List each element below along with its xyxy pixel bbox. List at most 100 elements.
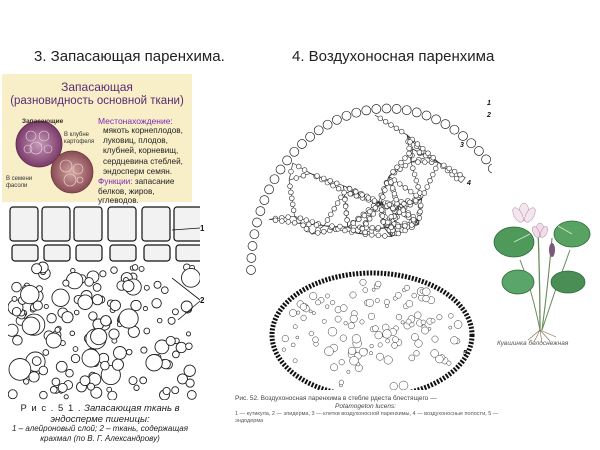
parenchyma-cell (347, 191, 354, 197)
central-cylinder-cell (300, 314, 307, 321)
parenchyma-cell (303, 217, 310, 223)
central-cylinder-cell (375, 280, 382, 288)
starch-grain (90, 386, 103, 399)
heading-storage-parenchyma: 3. Запасающая паренхима. (34, 48, 225, 65)
aleurone-cell (173, 206, 200, 242)
parenchyma-cell (377, 115, 384, 122)
central-cylinder-cell (347, 322, 355, 330)
starch-grain (49, 385, 58, 394)
central-cylinder-cell (281, 335, 289, 343)
parenchyma-cell (446, 165, 452, 172)
starch-grain (100, 360, 110, 371)
parenchyma-cell (375, 232, 382, 239)
parenchyma-cell (382, 233, 388, 239)
epidermis-cell (252, 217, 262, 228)
epidermis-cell (487, 163, 492, 174)
starch-grain (110, 266, 118, 274)
starch-grain (46, 313, 57, 324)
starch-grain (55, 360, 68, 373)
central-cylinder-cell (367, 312, 376, 320)
central-cylinder-cell (292, 324, 298, 330)
starch-grain (70, 353, 81, 364)
starch-grain (42, 349, 50, 356)
central-cylinder-cell (289, 309, 297, 317)
starch-grain (160, 286, 169, 295)
epidermis-cell (322, 119, 333, 130)
left-caption-title: Запасающая ткань в эндосперме пшеницы: (50, 403, 180, 425)
central-cylinder-cell (400, 320, 405, 325)
location-item: луковиц, плодов, (103, 136, 168, 146)
central-cylinder-cell (339, 304, 348, 312)
aleurone-cell (43, 244, 71, 262)
starch-grain (28, 371, 40, 383)
starch-grain (108, 328, 120, 340)
starch-grain (183, 364, 196, 377)
aleurone-cell (175, 244, 200, 262)
central-cylinder-cell (377, 342, 383, 348)
starch-grain (20, 284, 40, 305)
parenchyma-cell (359, 192, 365, 198)
parenchyma-cell (303, 226, 310, 232)
starch-grain (99, 270, 107, 278)
location-item: сердцевина стеблей, (103, 156, 183, 166)
central-cylinder-cell (348, 346, 357, 355)
parenchyma-cell (372, 205, 379, 211)
card-title: Запасающая (61, 80, 133, 94)
endodermis (269, 270, 475, 390)
parenchyma-cell (335, 185, 342, 192)
location-item: эндосперм семян. (103, 166, 173, 176)
starch-grain (167, 316, 176, 325)
central-cylinder-cell (398, 380, 409, 390)
parenchyma-cell (295, 163, 302, 170)
central-cylinder-cell (311, 311, 316, 315)
central-cylinder-cell (413, 350, 420, 357)
parenchyma-cell (430, 154, 436, 161)
starch-grain (8, 323, 19, 337)
starch-grain (139, 376, 148, 385)
starch-grain (177, 373, 188, 385)
central-cylinder-cell (431, 335, 439, 343)
epidermis-cell (371, 104, 382, 114)
starch-grain (91, 294, 104, 306)
parenchyma-cell (300, 222, 306, 228)
central-cylinder-cell (376, 352, 384, 361)
central-cylinder-cell (421, 326, 429, 335)
parenchyma-cell (433, 165, 439, 172)
central-cylinder-cell (430, 349, 439, 358)
central-cylinder-cell (411, 292, 417, 299)
central-cylinder-cell (411, 333, 419, 341)
central-cylinder-cell (281, 347, 286, 352)
parenchyma-cell (390, 169, 396, 175)
starch-grain (45, 332, 62, 349)
epidermis-cell (305, 131, 315, 142)
epidermis-cell (431, 114, 441, 125)
aleurone-cell (73, 206, 103, 242)
starch-grain (79, 375, 91, 387)
parenchyma-cell (315, 230, 321, 236)
starch-grain (21, 316, 41, 336)
starch-grain (8, 358, 32, 381)
central-cylinder-cell (450, 336, 459, 345)
aleurone-cell (75, 244, 103, 262)
central-cylinder-cell (325, 293, 330, 299)
aleurone-cell (41, 206, 71, 242)
central-cylinder-cell (395, 313, 403, 321)
central-cylinder-cell (404, 284, 410, 291)
parenchyma-cell (350, 220, 357, 226)
starch-grain (171, 308, 179, 316)
central-cylinder-cell (371, 287, 376, 292)
central-cylinder-cell (436, 314, 443, 321)
parenchyma-cell (291, 220, 298, 226)
central-cylinder-cell (374, 298, 380, 304)
parenchyma-cell (346, 186, 353, 192)
central-cylinder-cell (296, 310, 301, 315)
plant-caption: Кувшинка белоснежная (497, 340, 569, 347)
parenchyma-cell (457, 171, 463, 178)
epidermis-cell (361, 105, 372, 116)
epidermis-cell (313, 125, 324, 136)
parenchyma-cell (342, 227, 348, 234)
parenchyma-cell (417, 208, 423, 215)
parenchyma-cell (367, 208, 373, 215)
epidermis-cell (440, 119, 451, 129)
central-cylinder-cell (343, 321, 348, 326)
